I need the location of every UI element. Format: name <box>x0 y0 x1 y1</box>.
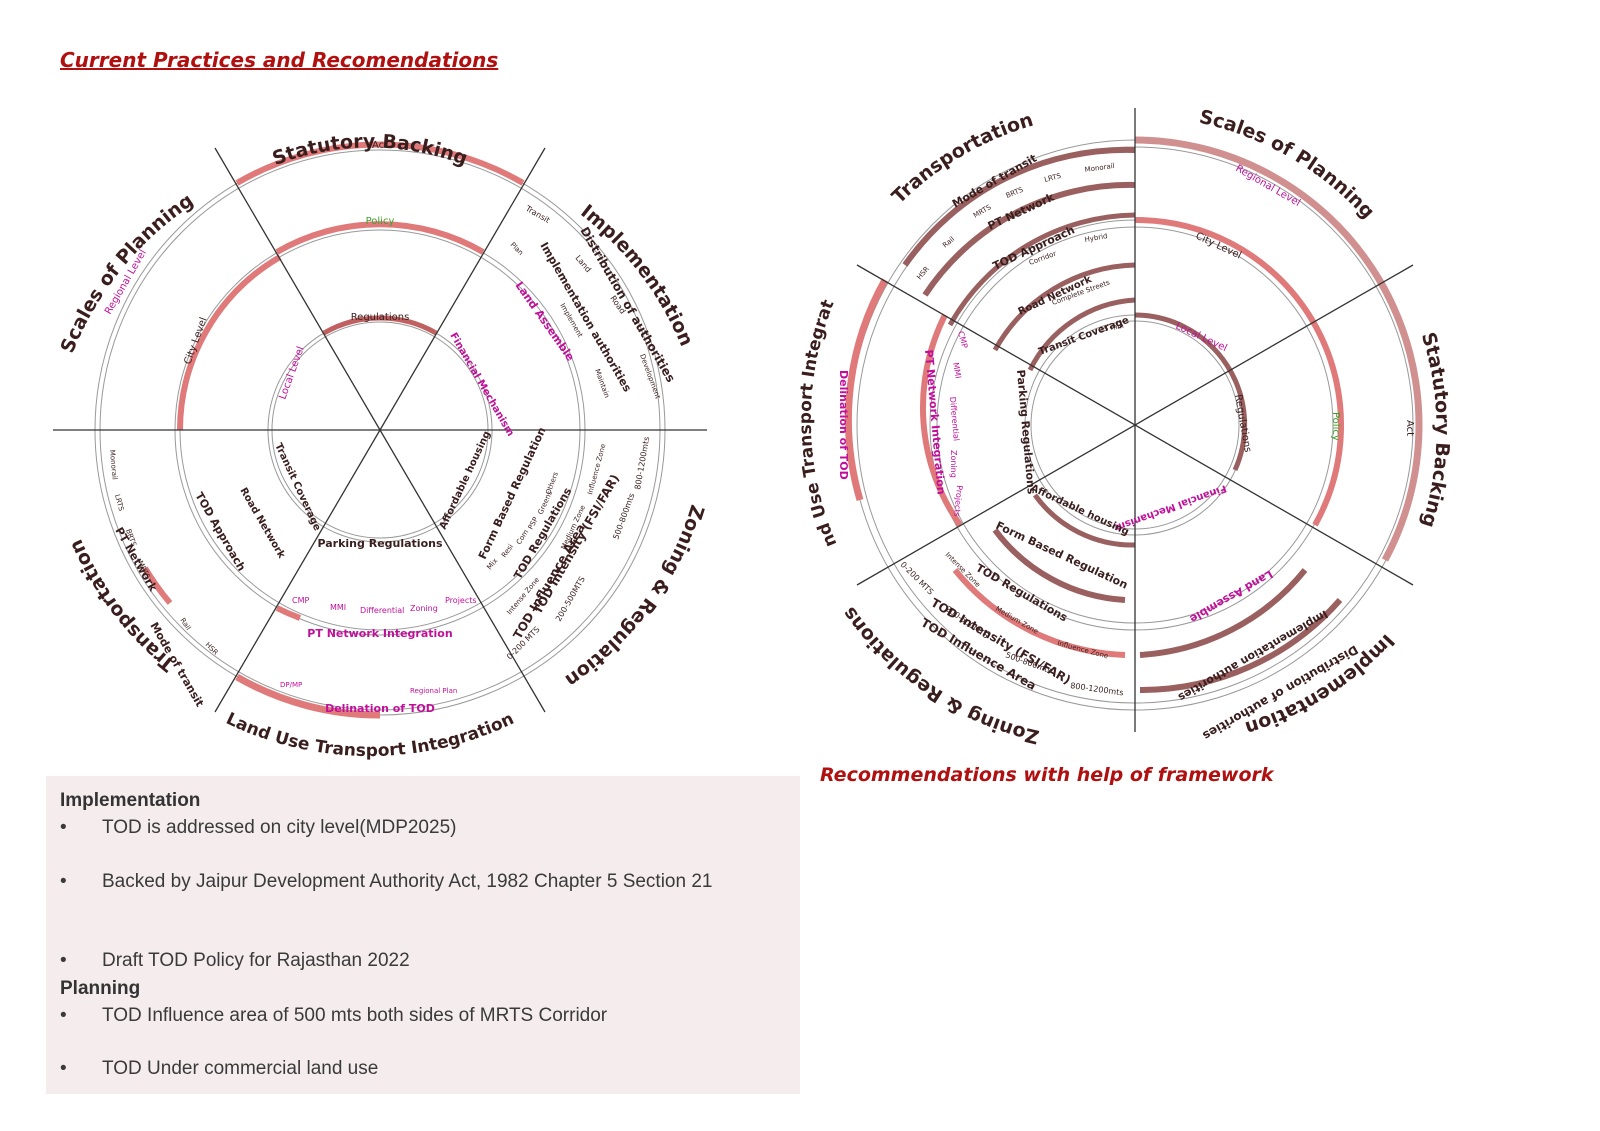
label-monorail: Monorail <box>108 449 119 480</box>
label-pt-network-integration: PT Network Integration <box>307 627 452 640</box>
category-scales-of-planning: Scales of Planning <box>1197 106 1378 223</box>
category-land-use-transport-integration: Land Use Transport Integration <box>789 85 841 550</box>
planning-heading: Planning <box>60 978 141 999</box>
label-mrts: MRTS <box>972 203 993 220</box>
label-differential: Differential <box>360 606 404 615</box>
label-act: Act <box>372 140 388 151</box>
label-land: Land <box>573 254 592 275</box>
label-land-assemble: Land Assemble <box>1187 567 1275 625</box>
current-practices-wheel: Statutory Backing Implementation Zoning … <box>34 83 708 761</box>
label-differential: Differential <box>948 396 961 441</box>
label-regulations: Regulations <box>1232 394 1253 454</box>
label-pt-network: PT Network <box>986 190 1057 232</box>
label-regulations: Regulations <box>351 312 410 323</box>
spokes <box>856 108 1414 732</box>
label-medium-zone: Medium Zone <box>994 605 1040 636</box>
label-local-level: Local Level <box>1174 321 1229 354</box>
bullet-icon: • <box>60 871 67 892</box>
label-hsr: HSR <box>915 265 931 281</box>
label-act: Act <box>1404 420 1415 436</box>
label-affordable-housing: Affordable housing <box>1029 483 1131 538</box>
category-statutory-backing: Statutory Backing <box>270 130 471 169</box>
label-transit-coverage: Transit Coverage <box>272 442 322 533</box>
rings <box>94 141 666 719</box>
label-financial-mechanism: Financial Mechanism <box>447 331 515 438</box>
label-influence-zone: Influence Zone <box>1056 639 1109 660</box>
label-tod-approach: TOD Approach <box>192 490 248 573</box>
label-hsr: HSR <box>204 641 220 657</box>
label-projects: Projects <box>952 485 964 517</box>
label-mmi: MMI <box>951 362 963 379</box>
recommendations-caption: Recommendations with help of framework <box>820 764 1274 786</box>
label-lrts: LRTS <box>113 493 125 512</box>
label-tod-regulations: TOD Regulations <box>974 561 1071 624</box>
bullet-icon: • <box>60 950 67 971</box>
label-zoning: Zoning <box>949 450 958 478</box>
bullet-icon: • <box>60 1058 67 1079</box>
label-mmi: MMI <box>330 603 346 612</box>
label-hybrid: Hybrid <box>1084 232 1108 244</box>
page-title: Current Practices and Recomendations <box>60 48 499 72</box>
label-800-1200mts: 800-1200mts <box>633 436 651 490</box>
label-plan: Plan <box>509 241 525 257</box>
label-800-1200mts: 800-1200mts <box>1070 681 1124 697</box>
label-pt-network: PT Network <box>112 525 159 594</box>
spokes <box>53 147 707 713</box>
label-affordable-housing: Affordable housing <box>438 429 493 531</box>
label-resi: Resi <box>500 543 515 559</box>
label-rail: Rail <box>941 235 956 249</box>
label-maintain: Maintain <box>593 368 611 399</box>
label-zoning: Zoning <box>410 604 438 613</box>
label-rail: Rail <box>178 617 192 632</box>
label-500-800mts: 500-800mts <box>611 492 636 541</box>
label-0-200-mts: 0-200 MTS <box>899 560 936 597</box>
bullet-icon: • <box>60 1005 67 1026</box>
label-parking-regulations: Parking Regulations <box>317 537 442 550</box>
label-monorail: Monorail <box>1084 162 1115 174</box>
label-local-level: Local Level <box>277 345 306 401</box>
label-dp-mp: DP/MP <box>280 681 302 689</box>
framework-wheel: Transportation Scales of Planning Statut… <box>789 85 1454 748</box>
label-brts: BRTS <box>1005 186 1025 200</box>
label-financial-mechanism: Financial Mechanism <box>1113 482 1227 533</box>
bullet-icon: • <box>60 817 67 838</box>
implementation-heading: Implementation <box>60 790 201 811</box>
label-delination-of-tod: Delination of TOD <box>325 702 435 715</box>
label-policy: Policy <box>1330 412 1341 441</box>
label-transit: Transit <box>523 203 551 225</box>
label-parking-regulations: Parking Regulations <box>1014 369 1038 495</box>
label-policy: Policy <box>366 216 395 227</box>
label-lrts: LRTS <box>1043 172 1062 184</box>
notes-panel: Implementation • TOD is addressed on cit… <box>46 776 800 1094</box>
label-regional-plan: Regional Plan <box>410 687 457 695</box>
label-cmp: CMP <box>292 596 309 605</box>
label-projects: Projects <box>445 596 477 605</box>
label-others: Others <box>544 471 560 496</box>
label-cmp: CMP <box>956 330 969 349</box>
label-com: Com <box>515 528 530 546</box>
label-road-network: Road Network <box>237 486 286 561</box>
label-delination-of-tod: Delination of TOD <box>837 370 850 480</box>
